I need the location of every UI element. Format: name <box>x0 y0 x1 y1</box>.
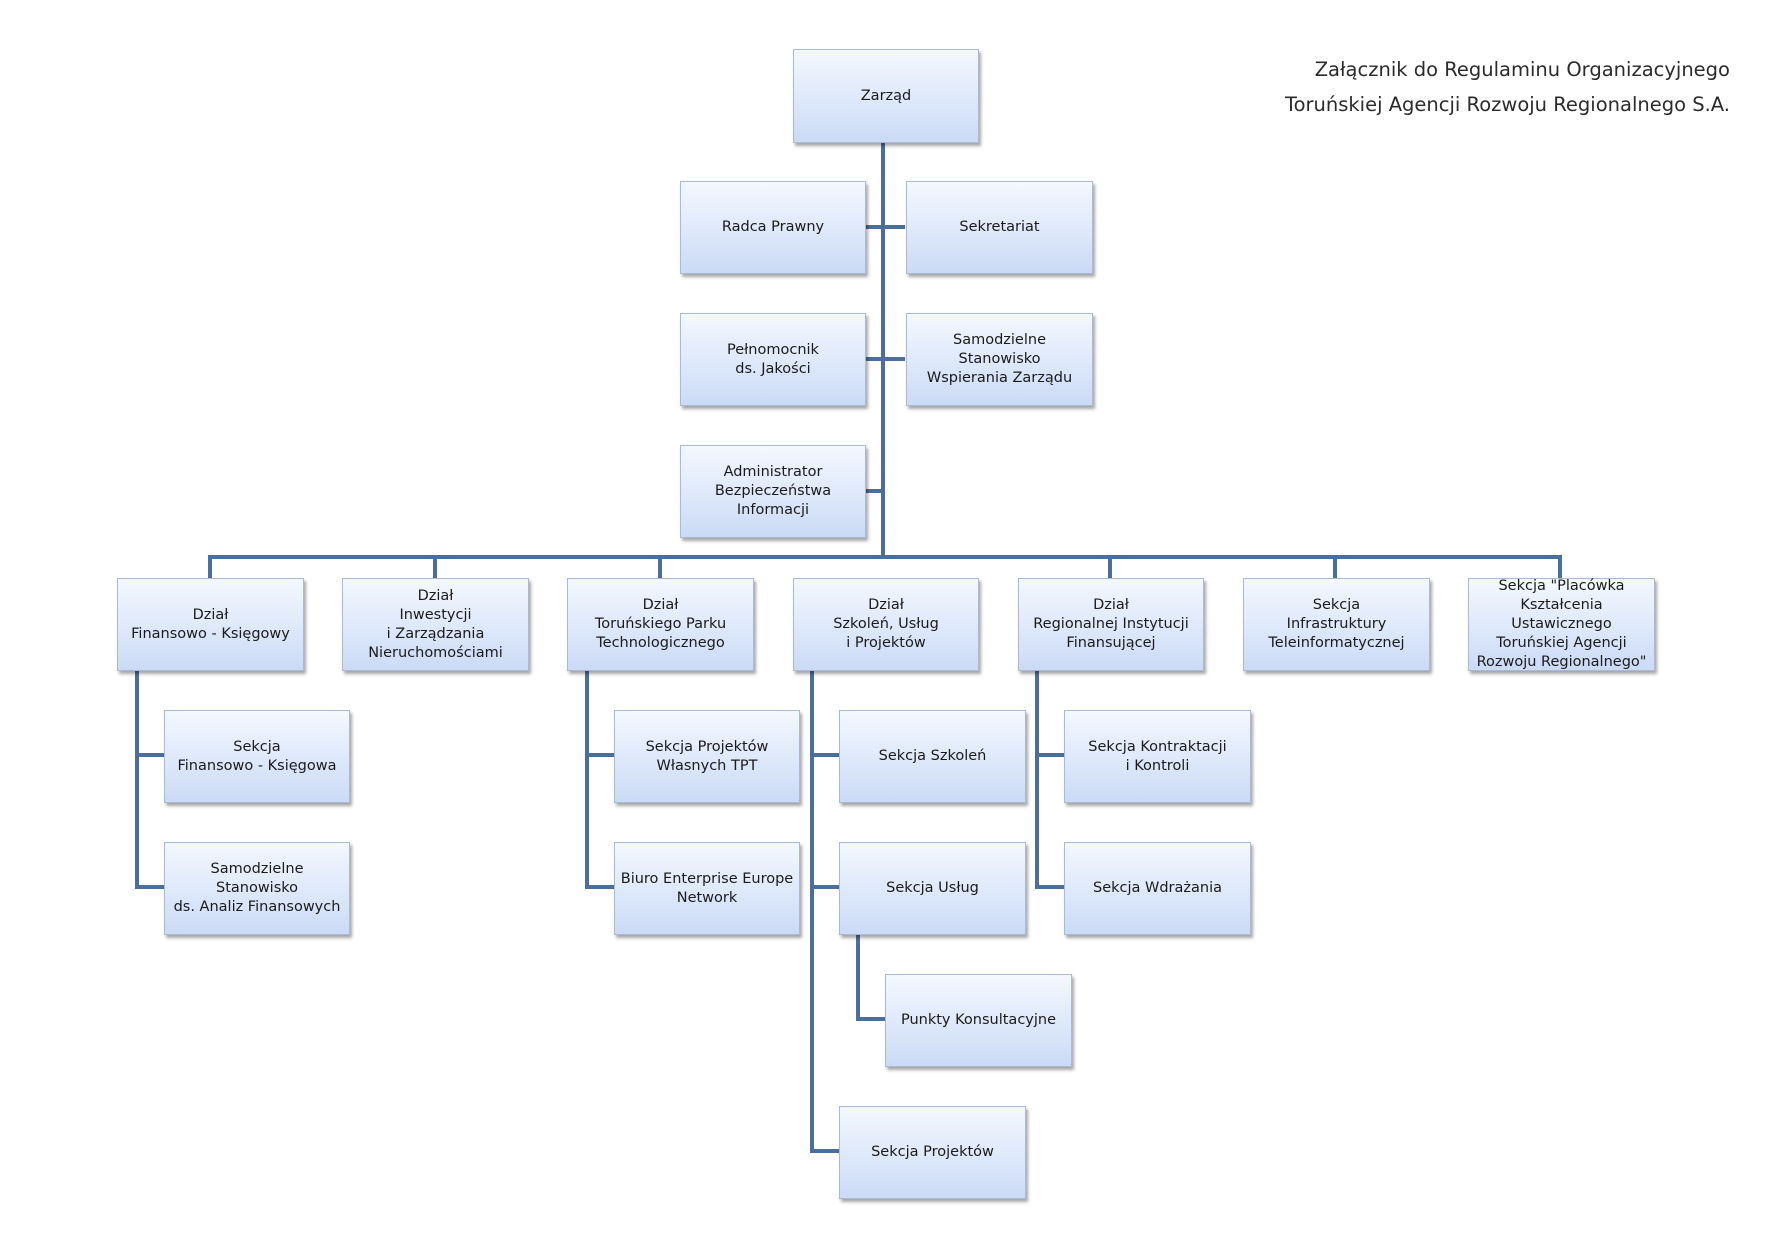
node-zarzad[interactable]: Zarząd <box>793 49 979 143</box>
node-administrator-bezpieczenstwa[interactable]: Administrator Bezpieczeństwa Informacji <box>680 445 866 538</box>
node-dzial-szkolen-uslug-projektow[interactable]: Dział Szkoleń, Usług i Projektów <box>793 578 979 671</box>
node-dzial-regionalnej-instytucji[interactable]: Dział Regionalnej Instytucji Finansujące… <box>1018 578 1204 671</box>
node-dzial-inwestycji[interactable]: Dział Inwestycji i Zarządzania Nieruchom… <box>342 578 529 671</box>
node-sekcja-uslug[interactable]: Sekcja Usług <box>839 842 1026 935</box>
node-stanowisko-analiz-finansowych[interactable]: Samodzielne Stanowisko ds. Analiz Finans… <box>164 842 350 935</box>
node-stanowisko-wspierania-zarzadu[interactable]: Samodzielne Stanowisko Wspierania Zarząd… <box>906 313 1093 406</box>
node-sekcja-szkolen[interactable]: Sekcja Szkoleń <box>839 710 1026 803</box>
node-sekcja-finansowo-ksiegowa[interactable]: Sekcja Finansowo - Księgowa <box>164 710 350 803</box>
node-dzial-finansowo-ksiegowy[interactable]: Dział Finansowo - Księgowy <box>117 578 304 671</box>
node-radca-prawny[interactable]: Radca Prawny <box>680 181 866 274</box>
node-dzial-parku-technologicznego[interactable]: Dział Toruńskiego Parku Technologicznego <box>567 578 754 671</box>
node-sekcja-placowka-ksztalcenia[interactable]: Sekcja "Placówka Kształcenia Ustawiczneg… <box>1468 578 1655 671</box>
node-sekcja-infrastruktury[interactable]: Sekcja Infrastruktury Teleinformatycznej <box>1243 578 1430 671</box>
node-sekcja-projektow[interactable]: Sekcja Projektów <box>839 1106 1026 1199</box>
node-biuro-enterprise-europe[interactable]: Biuro Enterprise Europe Network <box>614 842 800 935</box>
node-sekcja-projektow-wlasnych-tpt[interactable]: Sekcja Projektów Własnych TPT <box>614 710 800 803</box>
node-sekretariat[interactable]: Sekretariat <box>906 181 1093 274</box>
node-punkty-konsultacyjne[interactable]: Punkty Konsultacyjne <box>885 974 1072 1067</box>
node-sekcja-wdrazania[interactable]: Sekcja Wdrażania <box>1064 842 1251 935</box>
header-line-2: Toruńskiej Agencji Rozwoju Regionalnego … <box>1284 93 1730 116</box>
header-line-1: Załącznik do Regulaminu Organizacyjnego <box>1314 58 1730 81</box>
node-sekcja-kontraktacji[interactable]: Sekcja Kontraktacji i Kontroli <box>1064 710 1251 803</box>
document-header: Załącznik do Regulaminu Organizacyjnego … <box>1285 52 1730 122</box>
node-pelnomocnik-jakosci[interactable]: Pełnomocnik ds. Jakości <box>680 313 866 406</box>
